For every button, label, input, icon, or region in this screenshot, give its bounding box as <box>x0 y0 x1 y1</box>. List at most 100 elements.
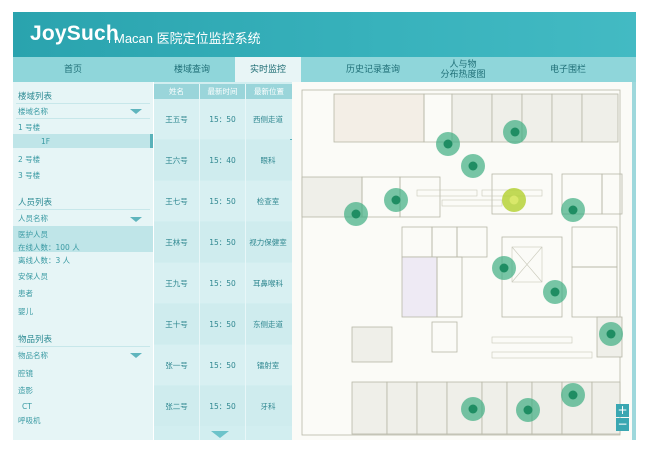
zoom-in-button[interactable]: + <box>616 403 629 417</box>
chevron-down-icon[interactable] <box>130 353 142 358</box>
table-cell-location: 东侧走道 <box>253 320 283 329</box>
system-title: Macan 医院定位监控系统 <box>114 31 261 46</box>
chevron-down-icon[interactable] <box>130 217 142 222</box>
table-row[interactable] <box>154 181 292 221</box>
location-marker-dot <box>443 139 453 149</box>
location-marker-dot <box>499 263 509 273</box>
table-cell-name: 王林号 <box>165 238 188 247</box>
table-cell-time: 15：50 <box>209 279 236 288</box>
online-count: 在线人数：100 人 <box>18 243 80 252</box>
table-cell-time: 15：50 <box>209 197 236 206</box>
brand-divider <box>109 27 110 43</box>
table-row[interactable] <box>154 345 292 385</box>
table-cell-location: 检查室 <box>256 197 280 206</box>
table-cell-name: 张二号 <box>165 402 188 411</box>
item-endoscope[interactable]: 腔镜 <box>18 369 33 378</box>
table-cell-time: 15：40 <box>209 156 236 165</box>
table-cell-time: 15：50 <box>209 320 236 329</box>
item-imaging[interactable]: 造影 <box>18 386 33 395</box>
location-marker-dot <box>568 205 578 215</box>
table-cell-time: 15：50 <box>209 238 236 247</box>
building-list-title: 楼域列表 <box>18 92 53 102</box>
brand-logo: JoySuch <box>30 22 119 45</box>
location-marker-dot <box>510 127 520 137</box>
security-group[interactable]: 安保人员 <box>18 272 48 281</box>
nurse-group[interactable]: 医护人员 <box>18 230 48 239</box>
nav-history-query[interactable]: 历史记录查询 <box>345 64 400 75</box>
divider <box>16 118 150 119</box>
table-cell-name: 王十号 <box>165 320 188 329</box>
location-marker-dot <box>568 390 578 400</box>
map-scrollbar[interactable] <box>632 82 636 440</box>
nav-area-query[interactable]: 楼域查询 <box>173 64 210 75</box>
floor-plan-svg <box>301 89 623 436</box>
chevron-down-icon[interactable] <box>130 109 142 114</box>
items-list-title: 物品列表 <box>18 335 53 345</box>
item-ct[interactable]: CT <box>22 402 32 411</box>
table-header-location: 最新位置 <box>246 84 292 99</box>
infant-group[interactable]: 婴儿 <box>18 307 33 316</box>
divider <box>16 209 150 210</box>
floor-map[interactable]: + − <box>292 82 636 440</box>
table-row[interactable] <box>154 140 292 180</box>
nurse-highlight <box>13 226 153 252</box>
people-list-title: 人员列表 <box>18 198 53 208</box>
table-row[interactable] <box>154 99 292 139</box>
people-name-select[interactable]: 人员名称 <box>18 214 48 223</box>
table-cell-location: 视力保健室 <box>249 238 287 247</box>
table-header-time: 最新时间 <box>200 84 245 99</box>
building-name-select[interactable]: 楼域名称 <box>18 107 48 116</box>
app-header: JoySuch Macan 医院定位监控系统 <box>13 12 636 57</box>
floor-1f[interactable]: 1F <box>41 137 51 146</box>
table-column-divider <box>199 84 200 440</box>
nav-home[interactable]: 首页 <box>63 64 82 75</box>
offline-count: 离线人数：3 人 <box>18 256 71 265</box>
building-3[interactable]: 3 号楼 <box>18 171 41 180</box>
table-column-divider <box>245 84 246 440</box>
table-scroll-down-icon[interactable] <box>211 431 229 438</box>
table-cell-name: 王五号 <box>165 115 188 124</box>
location-marker-dot <box>468 161 478 171</box>
table-cell-location: 牙科 <box>260 402 276 411</box>
table-cell-location: 西侧走道 <box>253 115 283 124</box>
table-cell-time: 15：50 <box>209 115 236 124</box>
selection-indicator <box>150 134 153 148</box>
nav-realtime-monitor[interactable]: 实时监控 <box>235 57 301 82</box>
location-marker-dot <box>523 405 533 415</box>
nav-geofence[interactable]: 电子围栏 <box>549 64 586 75</box>
app-window: JoySuch Macan 医院定位监控系统 首页 楼域查询 实时监控 历史记录… <box>13 12 636 440</box>
table-cell-location: 眼科 <box>260 156 276 165</box>
table-cell-location: 镭射室 <box>256 361 280 370</box>
table-row[interactable] <box>154 386 292 426</box>
table-cell-time: 15：50 <box>209 402 236 411</box>
location-marker-dot <box>351 209 361 219</box>
table-row[interactable] <box>154 304 292 344</box>
table-cell-location: 耳鼻喉科 <box>253 279 283 288</box>
table-cell-name: 王七号 <box>165 197 188 206</box>
map-markers <box>344 120 623 422</box>
item-ventilator[interactable]: 呼吸机 <box>18 416 41 425</box>
location-marker-dot <box>468 404 478 414</box>
building-2[interactable]: 2 号楼 <box>18 155 41 164</box>
table-cell-name: 王九号 <box>165 279 188 288</box>
nav-heatmap[interactable]: 人与物 分布热度图 <box>440 59 486 80</box>
items-name-select[interactable]: 物品名称 <box>18 351 48 360</box>
table-cell-name: 张一号 <box>165 361 188 370</box>
location-marker-dot <box>606 329 616 339</box>
location-marker-dot <box>391 195 401 205</box>
sidebar: 楼域列表 楼域名称 1 号楼 1F 2 号楼 3 号楼 人员列表 人员名称 医护… <box>13 82 153 440</box>
floor-highlight <box>13 134 153 148</box>
main-nav: 首页 楼域查询 实时监控 历史记录查询 人与物 分布热度图 电子围栏 <box>13 57 636 82</box>
zoom-out-button[interactable]: − <box>616 417 629 431</box>
building-1[interactable]: 1 号楼 <box>18 123 41 132</box>
table-cell-time: 15：50 <box>209 361 236 370</box>
patient-group[interactable]: 患者 <box>18 289 33 298</box>
table-cell-name: 王六号 <box>165 156 188 165</box>
table-row[interactable] <box>154 263 292 303</box>
table-header-name: 姓名 <box>154 84 199 99</box>
divider <box>16 346 150 347</box>
location-marker-dot <box>509 195 519 205</box>
location-marker-dot <box>550 287 560 297</box>
table-row[interactable] <box>154 222 292 262</box>
divider <box>16 103 150 104</box>
